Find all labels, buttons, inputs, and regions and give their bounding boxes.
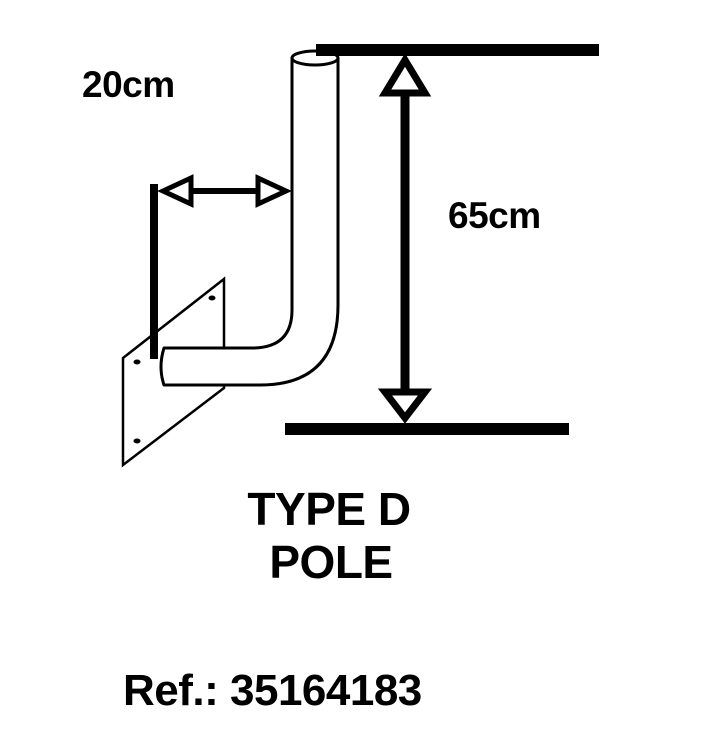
offset-dimension-label: 20cm bbox=[82, 64, 175, 105]
height-dimension-label: 65cm bbox=[448, 195, 541, 236]
height-dimension bbox=[285, 44, 599, 435]
product-title-line2: POLE bbox=[269, 536, 393, 588]
reference-number: Ref.: 35164183 bbox=[123, 666, 422, 715]
bolt-hole-icon bbox=[133, 359, 141, 365]
arrow-left-icon bbox=[157, 174, 194, 208]
offset-dimension bbox=[150, 174, 292, 359]
top-reference-line bbox=[316, 44, 599, 56]
arrow-up-icon bbox=[378, 53, 432, 97]
offset-reference-bar bbox=[150, 184, 158, 359]
arrow-down-icon bbox=[377, 388, 433, 424]
bolt-hole-icon bbox=[133, 438, 141, 444]
product-title-line1: TYPE D bbox=[247, 483, 411, 535]
arrow-right-icon bbox=[255, 174, 292, 208]
bottom-reference-line bbox=[285, 423, 569, 435]
bent-pole bbox=[159, 49, 340, 387]
bolt-hole-icon bbox=[208, 295, 216, 301]
